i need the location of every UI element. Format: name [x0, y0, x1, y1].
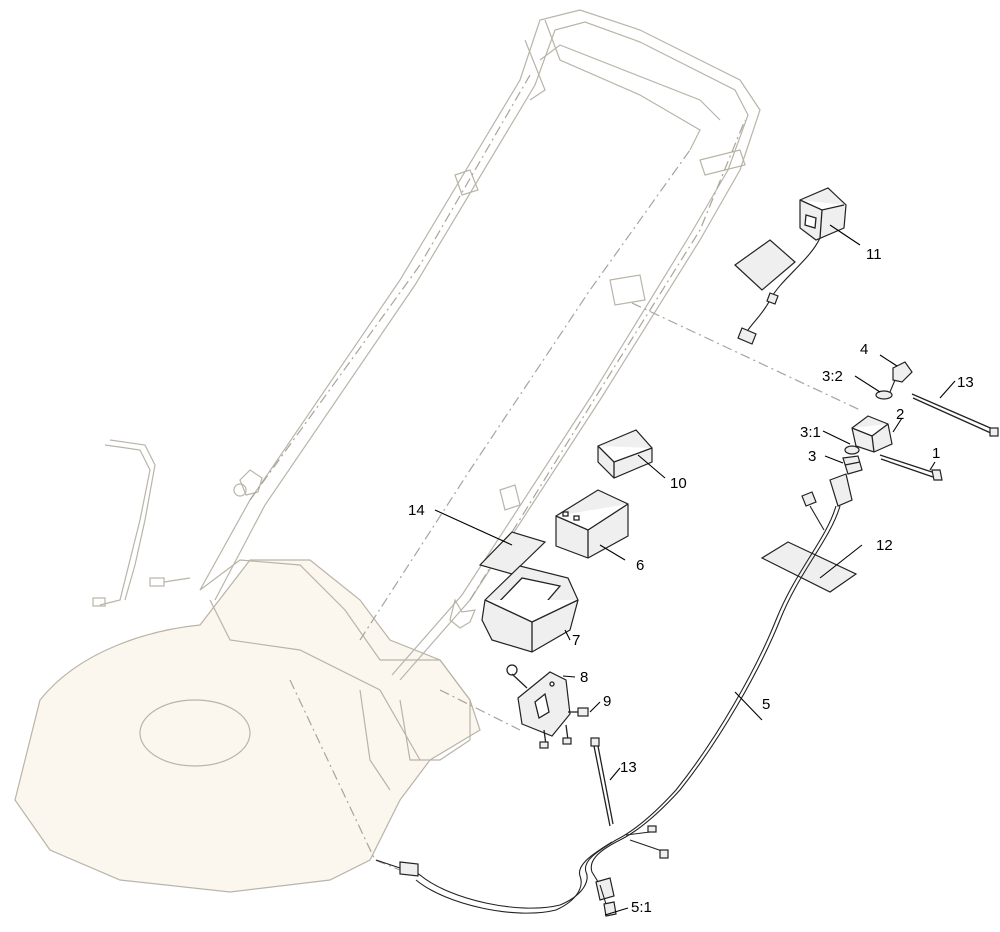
callout-3: 3	[808, 448, 816, 465]
harness-left-ghost	[92, 439, 191, 607]
part-5-wire-harness[interactable]	[375, 473, 853, 914]
bracket-screw-bottom-left[interactable]	[539, 729, 549, 749]
part-3-1-nut[interactable]	[844, 445, 860, 455]
callout-1: 1	[932, 445, 940, 462]
handle-frame-ghost	[199, 9, 761, 681]
part-13-cable-tie-upper[interactable]	[911, 393, 999, 437]
leader-lines	[434, 224, 956, 916]
callout-10: 10	[670, 475, 687, 492]
callout-5: 5	[762, 696, 770, 713]
callout-5-1: 5:1	[631, 899, 652, 916]
assembly-line-bracket	[439, 689, 521, 731]
part-9-bolt[interactable]	[568, 707, 589, 717]
part-3-switch[interactable]	[842, 455, 863, 475]
callout-2: 2	[896, 406, 904, 423]
callout-8: 8	[580, 669, 588, 686]
part-6-battery[interactable]	[555, 489, 629, 559]
part-5-1-connector[interactable]	[595, 877, 617, 917]
callout-14: 14	[408, 502, 425, 519]
callout-11: 11	[866, 246, 882, 263]
part-13-cable-tie-lower[interactable]	[590, 737, 614, 827]
part-3-2-washer[interactable]	[875, 390, 893, 400]
bracket-screw-top[interactable]	[506, 664, 528, 689]
callout-9: 9	[603, 693, 611, 710]
callout-12: 12	[876, 537, 893, 554]
mower-deck-ghost	[14, 483, 481, 893]
assembly-line-deck	[289, 679, 401, 871]
part-10-battery-pad[interactable]	[597, 429, 653, 479]
assembly-line-key	[631, 302, 861, 411]
callout-13-upper: 13	[957, 374, 974, 391]
part-14-decal[interactable]	[478, 531, 547, 575]
part-4-key[interactable]	[889, 361, 913, 393]
charger-label-decal	[734, 239, 796, 291]
bracket-screw-bottom-right[interactable]	[562, 724, 572, 745]
callout-13-lower: 13	[620, 759, 637, 776]
part-11-charger[interactable]	[737, 187, 847, 345]
part-8-bracket[interactable]	[517, 671, 571, 737]
callout-4: 4	[860, 341, 868, 358]
part-1-screw[interactable]	[879, 454, 943, 481]
part-7-battery-tray[interactable]	[481, 565, 579, 653]
part-2-switch-housing[interactable]	[851, 415, 893, 453]
callout-labels: 11 4 3:2 13 2 3:1 3 1 10 14 12 6 7 8 9 5…	[408, 246, 974, 916]
part-12-decal[interactable]	[760, 541, 858, 593]
callout-3-2: 3:2	[822, 368, 843, 385]
callout-3-1: 3:1	[800, 424, 821, 441]
callout-6: 6	[636, 557, 644, 574]
callout-7: 7	[572, 632, 580, 649]
